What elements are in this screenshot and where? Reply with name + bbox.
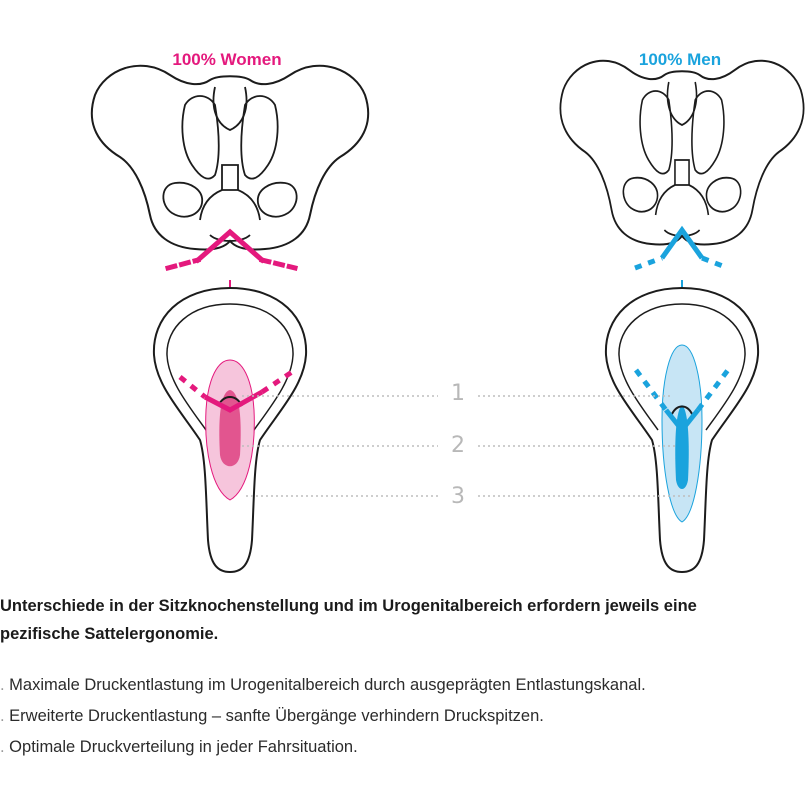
headline-line-1: Unterschiede in der Sitzknochenstellung … [0, 597, 697, 615]
headline: Unterschiede in der Sitzknochenstellung … [0, 592, 807, 648]
list-item: . Optimale Druckverteilung in jeder Fahr… [0, 732, 807, 763]
zone-number: 1 [451, 381, 465, 406]
zone-number: 2 [451, 433, 465, 458]
saddle-ergonomics-figure: 100% Women 100% Men 1 2 3 [90, 50, 805, 573]
list-text: Optimale Druckverteilung in jeder Fahrsi… [4, 738, 358, 756]
pelvis-saddle-illustration [90, 59, 805, 573]
list-item: . Maximale Druckentlastung im Urogenital… [0, 670, 807, 701]
men-saddle-angle [634, 368, 730, 435]
list-text: Maximale Druckentlastung im Urogenitalbe… [4, 676, 646, 694]
women-label: 100% Women [172, 50, 282, 69]
list-number: . [0, 707, 5, 725]
list-item: . Erweiterte Druckentlastung – sanfte Üb… [0, 701, 807, 732]
men-label: 100% Men [638, 50, 722, 69]
zone-leader-lines [242, 395, 690, 497]
women-sitbone-angle [164, 228, 299, 272]
women-saddle [152, 287, 308, 573]
men-sitbone-angle [634, 225, 729, 271]
list-text: Erweiterte Druckentlastung – sanfte Über… [4, 707, 544, 725]
men-pelvis [559, 59, 805, 246]
zone-number: 3 [451, 484, 465, 509]
headline-line-2: pezifische Sattelergonomie. [0, 625, 219, 643]
list-number: . [0, 676, 5, 694]
list-number: . [0, 738, 5, 756]
women-pelvis [90, 64, 370, 251]
benefit-list: . Maximale Druckentlastung im Urogenital… [0, 670, 807, 763]
women-saddle-angle [178, 369, 294, 413]
